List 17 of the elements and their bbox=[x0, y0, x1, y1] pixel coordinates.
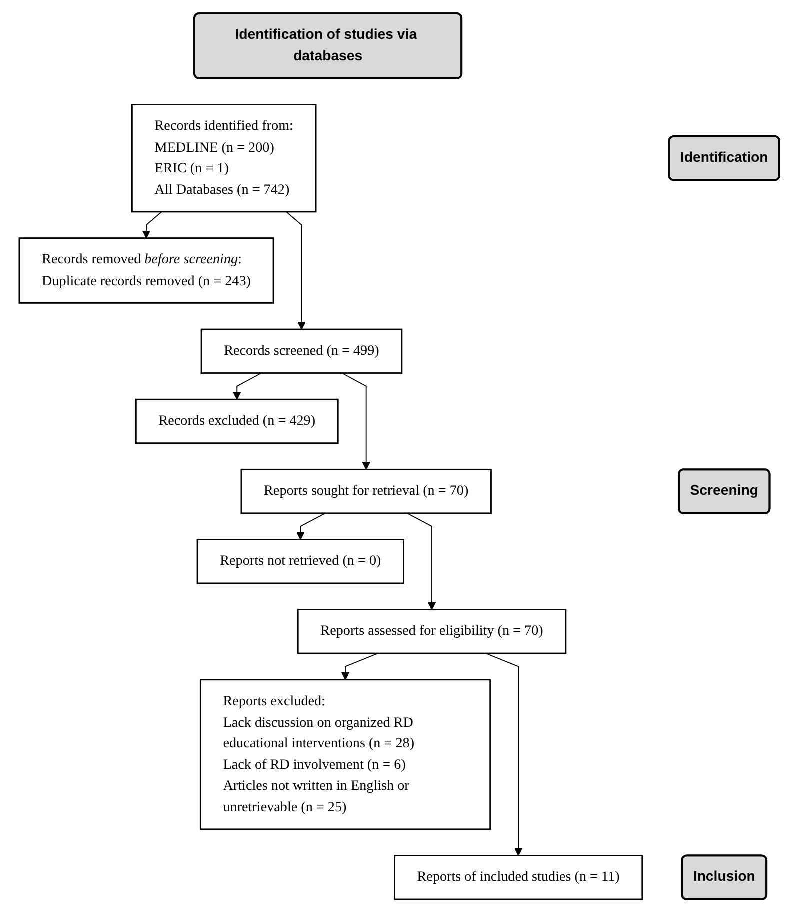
arrow bbox=[341, 653, 378, 680]
node-box: Reports sought for retrieval (n = 70) bbox=[240, 468, 492, 514]
arrow bbox=[406, 512, 436, 610]
arrow bbox=[296, 512, 326, 540]
node-box: Records excluded (n = 429) bbox=[135, 398, 339, 444]
node-box: Records identified from: MEDLINE (n = 200) ERIC (n = 1) All Databases (n = 742) bbox=[132, 104, 317, 213]
arrow bbox=[342, 372, 370, 470]
arrow bbox=[486, 653, 523, 856]
node-box: Records screened (n = 499) bbox=[200, 328, 403, 374]
arrow bbox=[233, 372, 262, 400]
node-box: Records removed before screening: Duplicate records removed (n = 243) bbox=[18, 238, 274, 304]
node-box: Reports assessed for eligibility (n = 70) bbox=[297, 609, 567, 654]
node-box: Reports excluded: Lack discussion on organized RD educational interventions (n = 28) Lack of RD involvement (n = 6) Articles not written in English or unretrievable (n = 25) bbox=[200, 679, 492, 830]
node-box: Reports of included studies (n = 11) bbox=[394, 855, 644, 900]
node-box: Reports not retrieved (n = 0) bbox=[196, 539, 404, 584]
arrow bbox=[286, 212, 306, 330]
arrow bbox=[142, 212, 162, 239]
